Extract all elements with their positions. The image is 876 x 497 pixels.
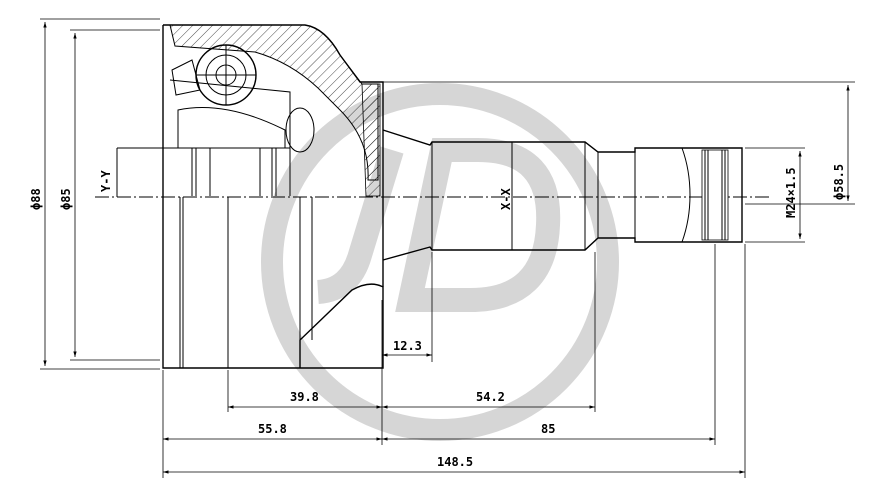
svg-text:ϕ85: ϕ85 bbox=[59, 188, 73, 210]
svg-text:39.8: 39.8 bbox=[290, 390, 319, 404]
xx-label: X-X bbox=[499, 188, 513, 210]
shaft-stem bbox=[382, 129, 743, 261]
dim-inner-offset: 39.8 bbox=[228, 390, 382, 409]
svg-text:55.8: 55.8 bbox=[258, 422, 287, 436]
housing-outline bbox=[162, 24, 384, 369]
dim-thread: M24×1.5 bbox=[745, 147, 805, 243]
svg-text:12.3: 12.3 bbox=[393, 339, 422, 353]
yy-label: Y-Y bbox=[99, 170, 113, 192]
jd-watermark bbox=[261, 83, 619, 441]
svg-text:M24×1.5: M24×1.5 bbox=[784, 167, 798, 218]
svg-text:148.5: 148.5 bbox=[437, 455, 473, 469]
dim-outer-diameter: ϕ88 bbox=[29, 18, 160, 370]
svg-text:54.2: 54.2 bbox=[476, 390, 505, 404]
dim-seal-diameter: ϕ58.5 bbox=[383, 81, 855, 205]
svg-text:ϕ88: ϕ88 bbox=[29, 188, 43, 210]
dim-inner-diameter: ϕ85 bbox=[59, 29, 160, 361]
dim-stem-length: 54.2 bbox=[382, 390, 595, 409]
yy-section-marker: Y-Y bbox=[99, 147, 170, 197]
dim-overall-length: 148.5 bbox=[163, 455, 745, 474]
extension-lines bbox=[162, 244, 746, 478]
ball bbox=[195, 44, 257, 106]
dim-shoulder: 12.3 bbox=[382, 339, 432, 357]
svg-text:85: 85 bbox=[541, 422, 555, 436]
svg-text:ϕ58.5: ϕ58.5 bbox=[832, 164, 846, 200]
dim-shaft-length: 85 bbox=[382, 422, 715, 441]
dim-housing-length: 55.8 bbox=[163, 422, 382, 441]
